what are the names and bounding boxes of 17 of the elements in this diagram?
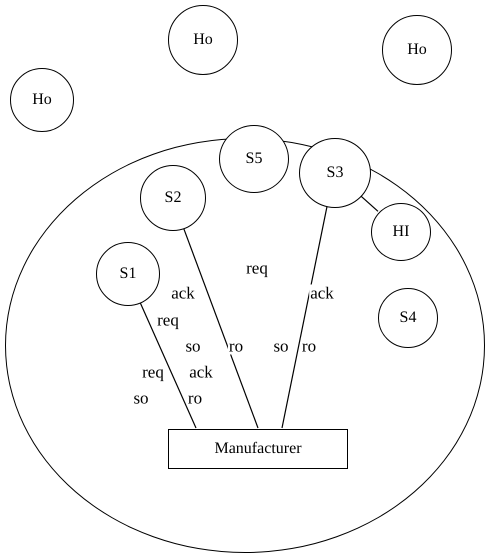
node-circle: HI [371,203,431,261]
node-circle: Ho [168,5,238,75]
connector-line [139,302,197,428]
connector-line [281,206,328,428]
node-circle: Ho [382,15,452,85]
message-label: ack [188,364,214,380]
connector-line [360,195,378,212]
message-label: ack [170,284,196,302]
node-circle: S4 [378,288,438,348]
node-circle: S3 [299,138,371,208]
node-circle: S2 [140,165,206,231]
connector-line [182,228,259,428]
node-circle: S5 [219,125,289,193]
node-circle: S1 [96,242,160,306]
process-box: Manufacturer [168,429,348,469]
node-circle: Ho [10,68,74,132]
message-label: ack [309,284,335,302]
